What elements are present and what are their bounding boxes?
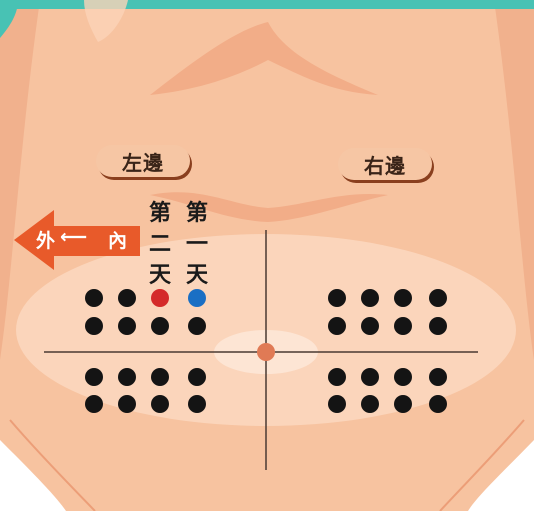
upper-left-points — [85, 289, 206, 335]
point — [328, 395, 346, 413]
waist-fold — [150, 192, 388, 222]
point — [429, 368, 447, 386]
point — [361, 289, 379, 307]
point-day-two — [151, 289, 169, 307]
outer-label: 外 — [36, 230, 56, 252]
day-two-char-3: 天 — [148, 263, 171, 288]
point — [118, 395, 136, 413]
point — [394, 289, 412, 307]
day-one-char-3: 天 — [185, 263, 208, 288]
day-one-column: 第 一 天 — [183, 198, 211, 291]
teal-corner — [0, 0, 18, 38]
point — [188, 368, 206, 386]
point — [85, 395, 103, 413]
left-side-text: 左邊 — [122, 150, 164, 175]
point — [118, 368, 136, 386]
point — [361, 317, 379, 335]
day-one-char-2: 一 — [185, 232, 208, 257]
point — [361, 368, 379, 386]
point-day-one — [188, 289, 206, 307]
day-two-column: 第 二 天 — [146, 198, 174, 291]
right-lower-corner — [468, 440, 534, 511]
point — [188, 395, 206, 413]
point — [429, 317, 447, 335]
day-one-char-1: 第 — [185, 201, 208, 226]
point — [394, 317, 412, 335]
day-two-char-2: 二 — [148, 232, 171, 257]
left-side-label: 左邊 — [96, 145, 190, 177]
point — [85, 317, 103, 335]
left-side-shade — [0, 0, 40, 360]
right-side-text: 右邊 — [364, 153, 406, 178]
point — [328, 317, 346, 335]
teal-header-bar — [0, 0, 534, 9]
inner-label: 內 — [108, 230, 128, 252]
direction-arrow — [14, 210, 140, 270]
navel — [257, 343, 275, 361]
chest-fold — [150, 22, 378, 95]
point — [85, 368, 103, 386]
point — [151, 368, 169, 386]
point — [118, 317, 136, 335]
point — [429, 289, 447, 307]
point — [361, 395, 379, 413]
point — [394, 395, 412, 413]
right-side-shade — [494, 0, 534, 360]
day-two-char-1: 第 — [148, 201, 171, 226]
lower-right-points — [328, 368, 447, 413]
point — [328, 368, 346, 386]
point — [429, 395, 447, 413]
right-side-label: 右邊 — [338, 148, 432, 180]
arrow-symbol: ⟵ — [60, 226, 88, 248]
lower-left-points — [85, 368, 206, 413]
point — [151, 395, 169, 413]
point — [188, 317, 206, 335]
point — [151, 317, 169, 335]
point — [328, 289, 346, 307]
point — [118, 289, 136, 307]
right-hip-line — [439, 419, 525, 512]
left-lower-corner — [0, 440, 66, 511]
left-hip-line — [9, 419, 96, 512]
chest-left-shadow — [84, 0, 128, 42]
point — [394, 368, 412, 386]
point — [85, 289, 103, 307]
upper-right-points — [328, 289, 447, 335]
